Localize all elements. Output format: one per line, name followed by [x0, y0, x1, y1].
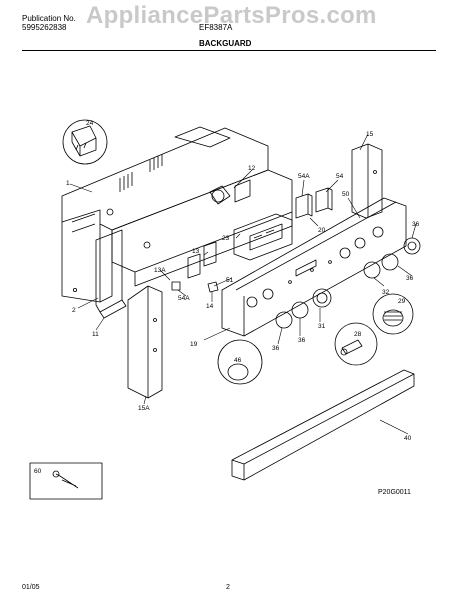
- header-rule: [22, 50, 436, 51]
- publication-number: 5995262838: [22, 23, 67, 32]
- label-28: 28: [354, 331, 362, 338]
- right-end-cap: [351, 143, 383, 219]
- switch-13: [203, 241, 217, 267]
- figure-code: P20G0011: [378, 489, 411, 496]
- knob-36-lower: [381, 253, 399, 271]
- label-50: 50: [342, 191, 350, 198]
- side-bracket: [95, 229, 127, 319]
- switch-13a: [187, 253, 201, 279]
- label-60: 60: [34, 468, 42, 475]
- label-31: 31: [318, 323, 326, 330]
- label-11: 11: [92, 331, 99, 338]
- label-12: 12: [248, 165, 256, 172]
- knob-36-mid: [291, 301, 309, 319]
- switch-54a: [295, 193, 313, 219]
- label-15: 15: [366, 131, 374, 138]
- label-36-b: 36: [406, 275, 414, 282]
- label-54a-top: 54A: [298, 173, 310, 180]
- trim-strip-40: [231, 369, 415, 481]
- label-2: 2: [72, 307, 76, 314]
- label-1: 1: [66, 180, 70, 187]
- switch-54: [315, 187, 333, 213]
- knob-32: [363, 261, 381, 279]
- footer-page-number: 2: [226, 584, 230, 591]
- small-clip-14: [207, 281, 219, 293]
- label-13: 13: [192, 248, 200, 255]
- switch-24: [62, 119, 108, 165]
- screw-60-box: [29, 462, 103, 500]
- knob-36-left: [275, 311, 293, 329]
- label-29: 29: [398, 298, 406, 305]
- clock-timer-board: [233, 213, 293, 261]
- watermark: AppliancePartsPros.com: [86, 2, 377, 29]
- label-40: 40: [404, 435, 412, 442]
- label-14: 14: [206, 303, 214, 310]
- part-labels: 1 24 12 15 2 11 54A 54 20 23 13 13A 51 5…: [34, 120, 420, 475]
- label-46: 46: [234, 357, 242, 364]
- model-number: EF8387A: [199, 23, 233, 32]
- knob-31: [312, 288, 332, 308]
- label-36-c: 36: [298, 337, 306, 344]
- label-54a-bottom: 54A: [178, 295, 190, 302]
- label-51: 51: [226, 277, 234, 284]
- knob-46-inset: [217, 339, 263, 385]
- label-32: 32: [382, 289, 390, 296]
- section-title: BACKGUARD: [199, 39, 252, 48]
- label-15a: 15A: [138, 405, 150, 412]
- label-54: 54: [336, 173, 344, 180]
- label-24: 24: [86, 120, 94, 127]
- control-panel-front: [221, 197, 407, 337]
- publication-label: Publication No.: [22, 14, 76, 23]
- label-36-a: 36: [412, 221, 420, 228]
- knob-29-inset: [372, 293, 414, 335]
- footer-date: 01/05: [22, 584, 40, 591]
- element-28-inset: [334, 322, 378, 366]
- label-19: 19: [190, 341, 198, 348]
- leader-lines: [69, 133, 417, 435]
- label-23: 23: [222, 235, 230, 242]
- label-36-d: 36: [272, 345, 280, 352]
- label-13a: 13A: [154, 267, 166, 274]
- left-end-cap: [127, 285, 163, 399]
- small-clip-54a: [171, 281, 181, 291]
- rear-panel: [61, 126, 269, 303]
- control-panel-back: [111, 169, 293, 287]
- label-20: 20: [318, 227, 326, 234]
